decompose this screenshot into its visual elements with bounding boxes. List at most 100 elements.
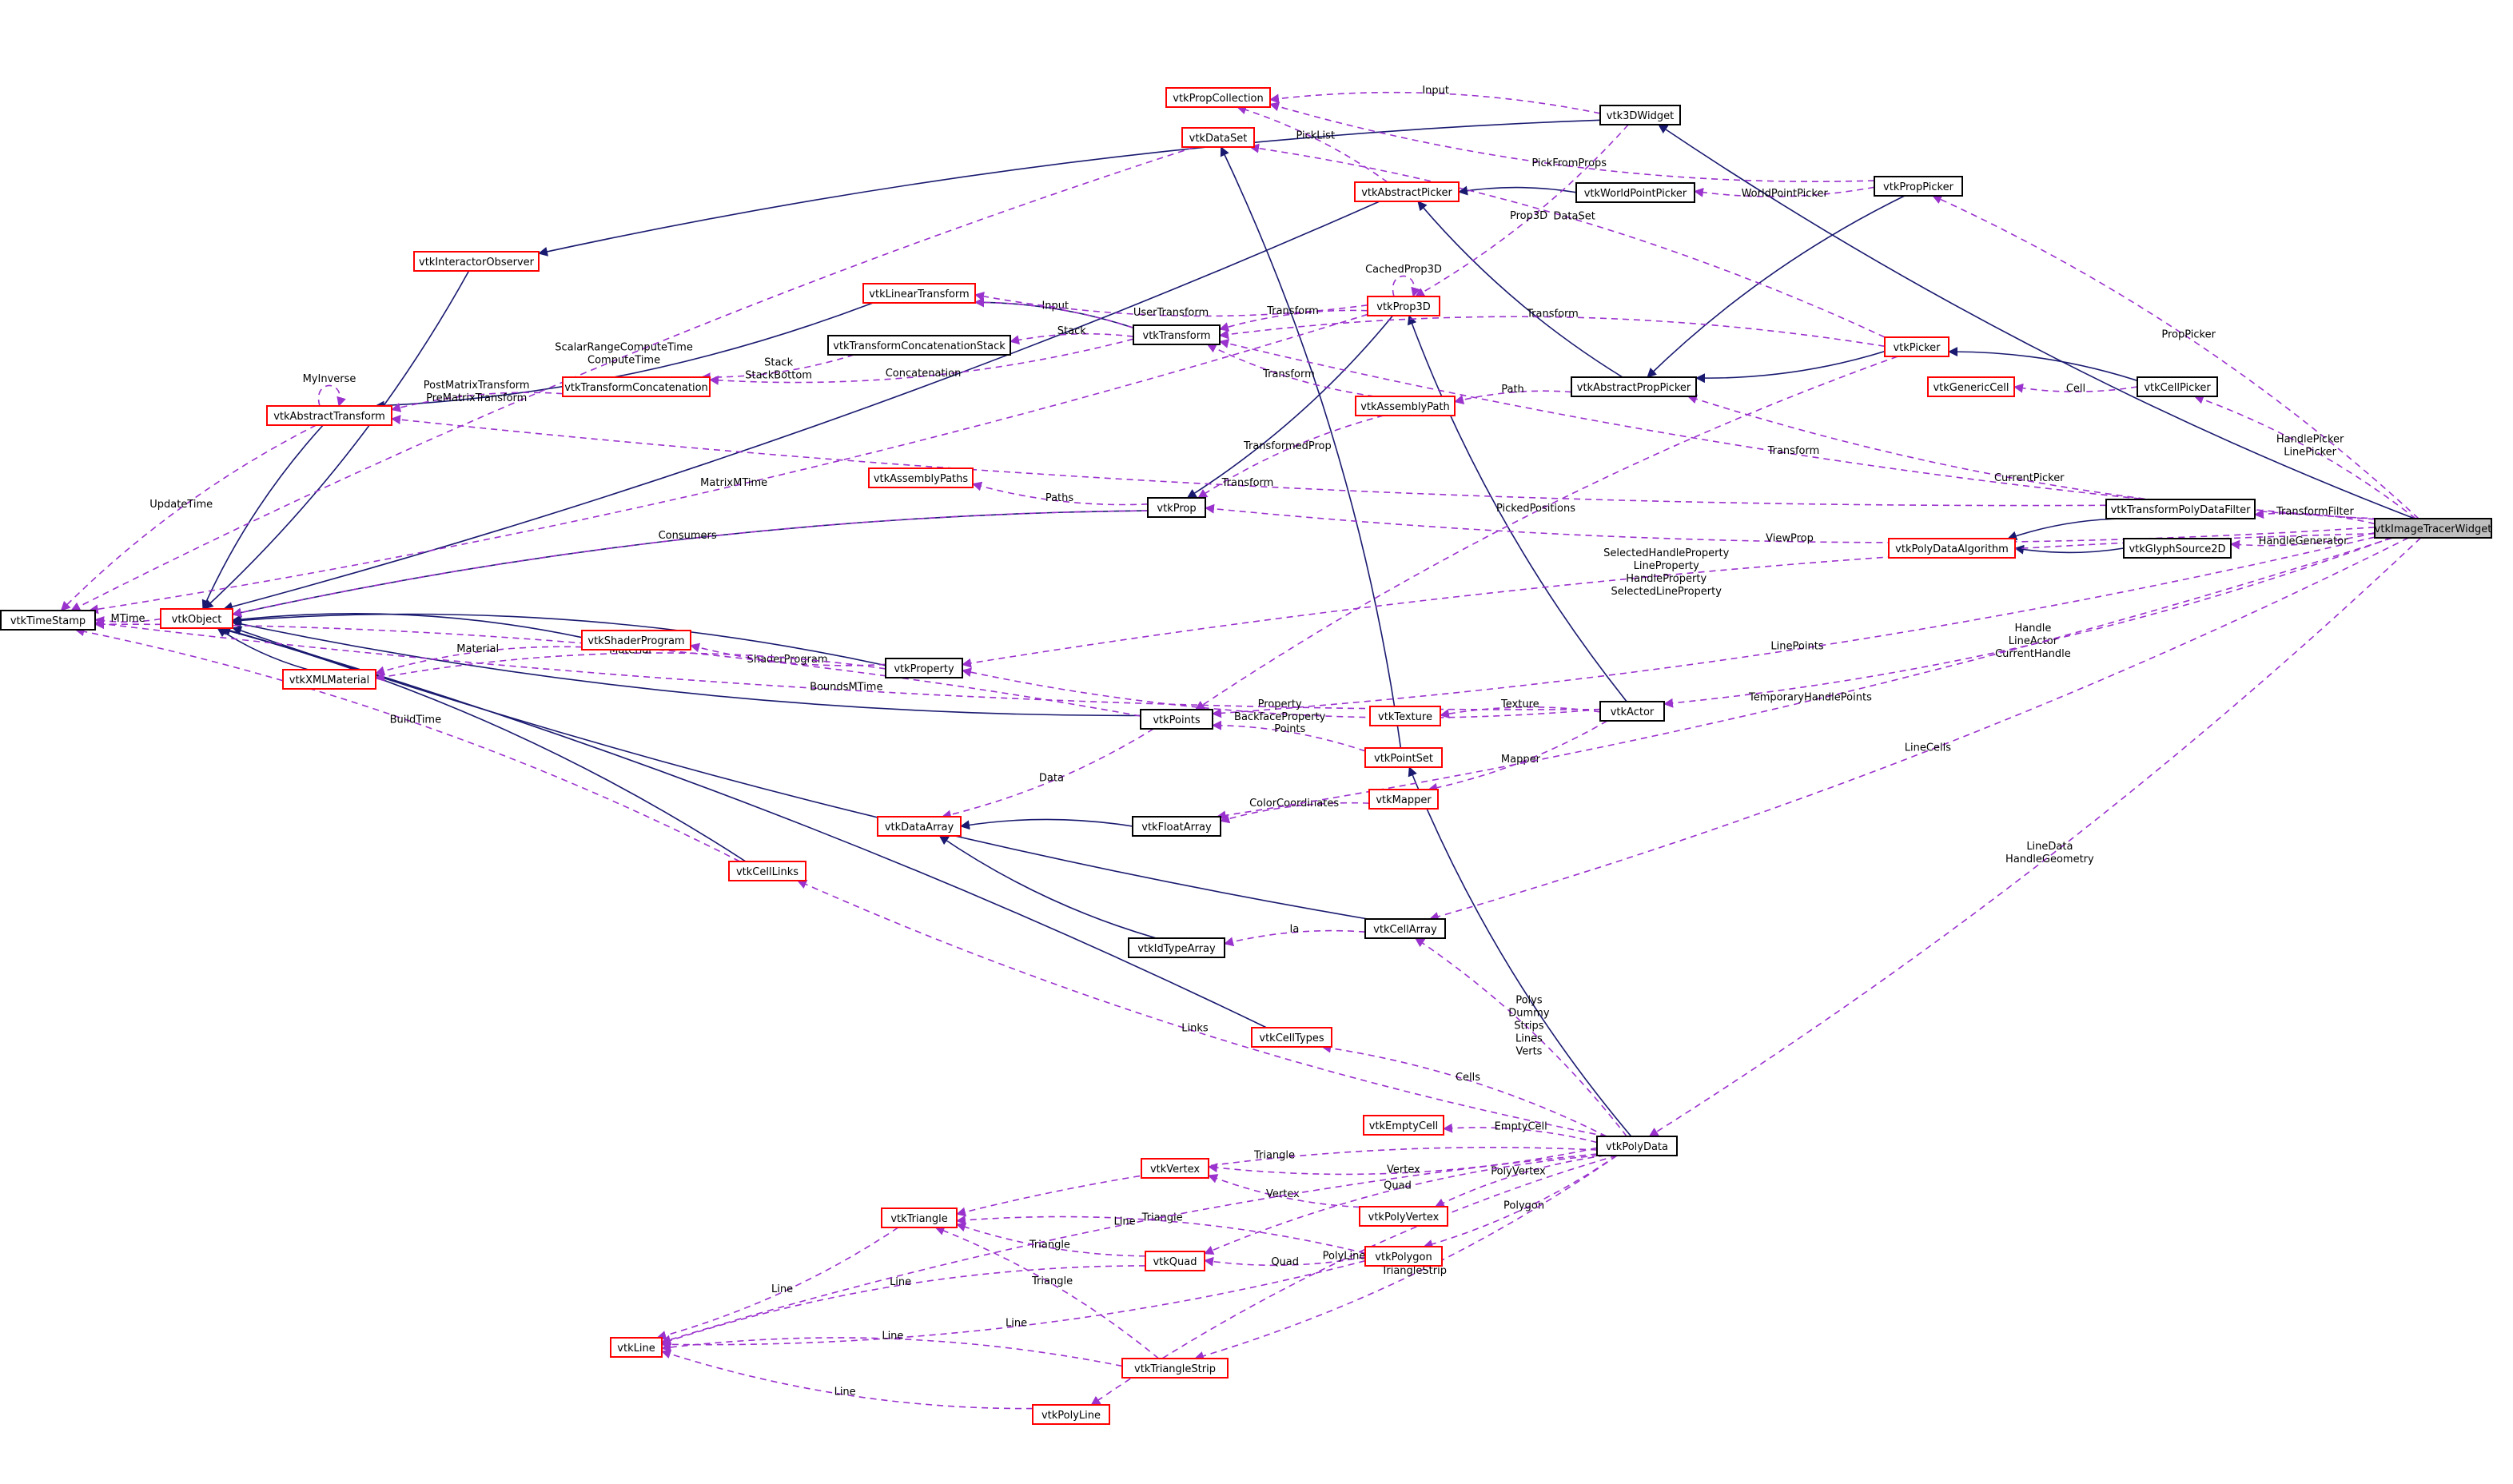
vtk-abstract-transform-node[interactable]: vtkAbstractTransform [266,405,392,426]
edge-line [934,1226,1160,1359]
vtk-world-point-picker-node[interactable]: vtkWorldPointPicker [1575,182,1695,203]
vtk-point-set-node[interactable]: vtkPointSet [1364,747,1443,768]
node-box [1354,181,1460,202]
node-box [1874,176,1963,197]
node-label: vtkPoints [1153,714,1201,726]
edge-line [1269,101,1875,182]
vtk-xml-material-node[interactable]: vtkXMLMaterial [282,669,376,690]
vtk-texture-node[interactable]: vtkTexture [1369,706,1441,726]
vtk-glyph-source2-d-node[interactable]: vtkGlyphSource2D [2123,538,2232,559]
vtk-mapper-node[interactable]: vtkMapper [1368,789,1439,810]
vtk-object-node[interactable]: vtkObject [160,608,233,629]
vtk-poly-data-node[interactable]: vtkPolyData [1596,1136,1678,1156]
usage-edge: Line [661,1349,1033,1410]
vtk-abstract-picker-node[interactable]: vtkAbstractPicker [1354,181,1460,202]
usage-edge: Input [974,297,1134,329]
vtk-triangle-node[interactable]: vtkTriangle [881,1207,958,1228]
edge-label: Path [1501,384,1524,396]
vtk-float-array-node[interactable]: vtkFloatArray [1132,816,1221,837]
edge-line [1249,143,1886,338]
node-box [1369,706,1441,726]
node-box [1363,1115,1444,1136]
vtk-cell-picker-node[interactable]: vtkCellPicker [2137,376,2218,397]
edge-line [661,1153,1598,1345]
edge-line [60,424,317,611]
edge-line [317,384,346,407]
vtk-actor-node[interactable]: vtkActor [1599,701,1665,722]
vtk-transform-node[interactable]: vtkTransform [1133,324,1221,345]
inheritance-edge [232,626,1368,920]
node-box [1927,376,2015,397]
vtk-cell-types-node[interactable]: vtkCellTypes [1251,1027,1332,1048]
edge-line [956,1215,1366,1254]
usage-edge: PickFromProps [1269,101,1875,182]
edge-line [1208,1147,1598,1176]
vtk-cell-links-node[interactable]: vtkCellLinks [728,861,806,881]
node-box [728,861,806,881]
vtk-points-node[interactable]: vtkPoints [1140,709,1213,730]
vtk-polygon-node[interactable]: vtkPolygon [1364,1246,1443,1267]
vtk-picker-node[interactable]: vtkPicker [1884,336,1949,357]
vtk-prop-collection-node[interactable]: vtkPropCollection [1165,87,1271,108]
edge-label: Cell [2066,383,2085,395]
vtk-transform-concatenation-stack-node[interactable]: vtkTransformConcatenationStack [827,335,1011,356]
edge-label: Concatenation [886,368,962,380]
vtk-generic-cell-node[interactable]: vtkGenericCell [1927,376,2015,397]
inheritance-edge [232,613,886,666]
inheritance-edge [1408,766,1632,1137]
vtk-poly-vertex-node[interactable]: vtkPolyVertex [1359,1206,1448,1227]
vtk-prop3-d-node[interactable]: vtkProp3D [1367,296,1440,316]
edge-label: MTime [111,613,145,625]
edge-label: TemporaryHandlePoints [1748,692,1872,704]
usage-edge: TriangleStrip [1193,1155,1618,1361]
node-box [581,630,691,650]
vtk-transform-concatenation-node[interactable]: vtkTransformConcatenation [562,376,711,397]
edge-line [74,627,740,862]
vtk-transform-poly-data-filter-node[interactable]: vtkTransformPolyDataFilter [2105,499,2256,519]
edge-line [938,835,1157,939]
vtk-abstract-prop-picker-node[interactable]: vtkAbstractPropPicker [1571,376,1697,397]
edge-label: Cells [1456,1072,1480,1084]
vtk-poly-data-algorithm-node[interactable]: vtkPolyDataAlgorithm [1888,538,2016,559]
vtk-quad-node[interactable]: vtkQuad [1145,1251,1205,1271]
inheritance-edge [938,835,1157,939]
vtk-cell-array-node[interactable]: vtkCellArray [1364,918,1446,939]
edge-line [1687,394,2380,519]
vtk-vertex-node[interactable]: vtkVertex [1141,1158,1209,1179]
vtk-property-node[interactable]: vtkProperty [885,658,963,678]
node-box [885,658,963,678]
edge-line [88,313,1368,615]
node-box [1121,1358,1229,1379]
edge-line [797,879,1607,1137]
edge-line [1948,347,2138,382]
usage-edge: Data [941,728,1154,820]
vtk-interactor-observer-node[interactable]: vtkInteractorObserver [413,251,540,272]
vtk-assembly-path-node[interactable]: vtkAssemblyPath [1355,396,1456,416]
edge-label: EmptyCell [1495,1120,1547,1132]
vtk-prop-picker-node[interactable]: vtkPropPicker [1874,176,1963,197]
vtk-image-tracer-widget-node[interactable]: vtkImageTracerWidget [2374,518,2492,539]
usage-edge: Prop3D [1414,124,1629,297]
vtk-triangle-strip-node[interactable]: vtkTriangleStrip [1121,1358,1229,1379]
node-box [868,467,974,488]
vtk-linear-transform-node[interactable]: vtkLinearTransform [862,283,976,304]
usage-edge: PropPicker [1932,195,2419,519]
vtk-assembly-paths-node[interactable]: vtkAssemblyPaths [868,467,974,488]
vtk3-d-widget-node[interactable]: vtk3DWidget [1599,105,1681,125]
vtk-prop-node[interactable]: vtkProp [1147,497,1206,518]
vtk-line-node[interactable]: vtkLine [610,1337,663,1358]
node-label: vtkProp [1157,503,1196,515]
vtk-time-stamp-node[interactable]: vtkTimeStamp [0,610,96,631]
usage-edge: Paths [972,481,1149,506]
inheritance-edge [538,119,1601,257]
vtk-empty-cell-node[interactable]: vtkEmptyCell [1363,1115,1444,1136]
node-label: vtkAssemblyPaths [874,473,969,485]
vtk-shader-program-node[interactable]: vtkShaderProgram [581,630,691,650]
vtk-data-set-node[interactable]: vtkDataSet [1181,127,1255,148]
vtk-id-type-array-node[interactable]: vtkIdTypeArray [1128,937,1225,958]
vtk-poly-line-node[interactable]: vtkPolyLine [1032,1404,1110,1425]
vtk-data-array-node[interactable]: vtkDataArray [877,816,962,837]
